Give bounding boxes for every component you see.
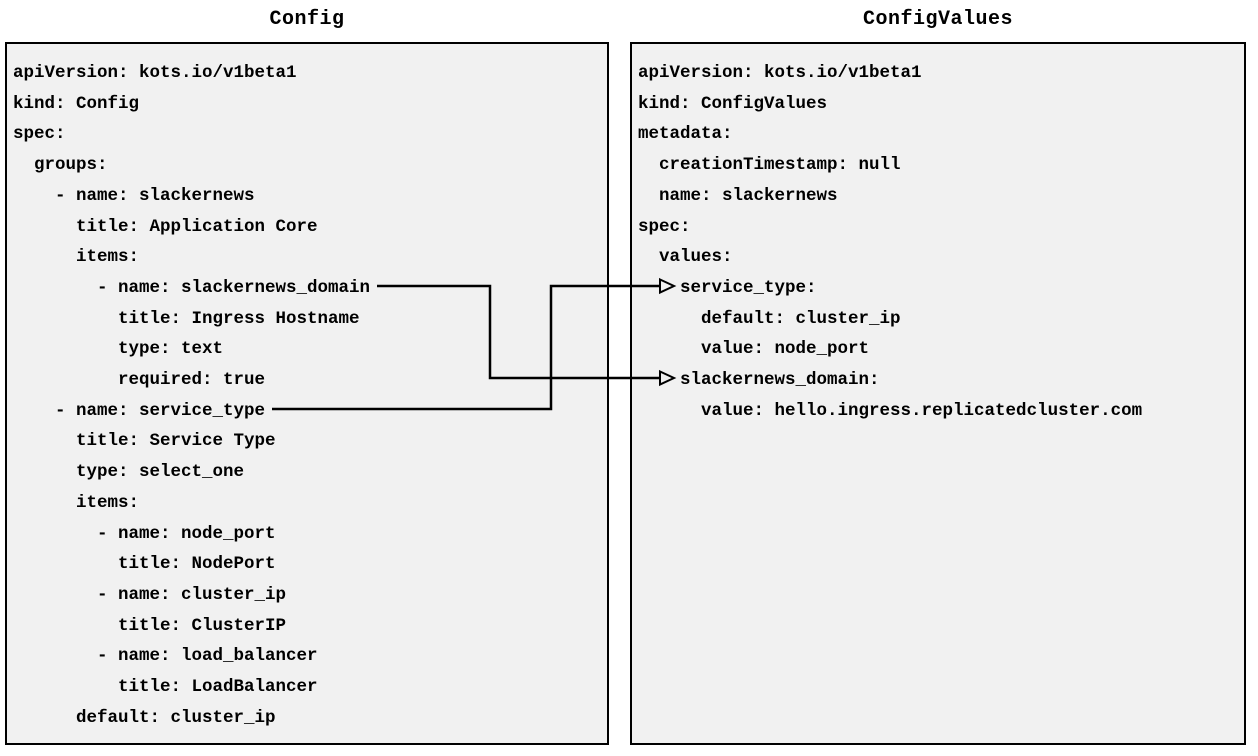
config-panel: apiVersion: kots.io/v1beta1 kind: Config… (5, 42, 609, 745)
configvalues-yaml-code: apiVersion: kots.io/v1beta1 kind: Config… (638, 63, 1143, 421)
configvalues-panel: apiVersion: kots.io/v1beta1 kind: Config… (630, 42, 1246, 745)
configvalues-panel-title: ConfigValues (862, 8, 1014, 31)
config-yaml-code: apiVersion: kots.io/v1beta1 kind: Config… (13, 63, 371, 728)
config-panel-title: Config (269, 8, 345, 31)
